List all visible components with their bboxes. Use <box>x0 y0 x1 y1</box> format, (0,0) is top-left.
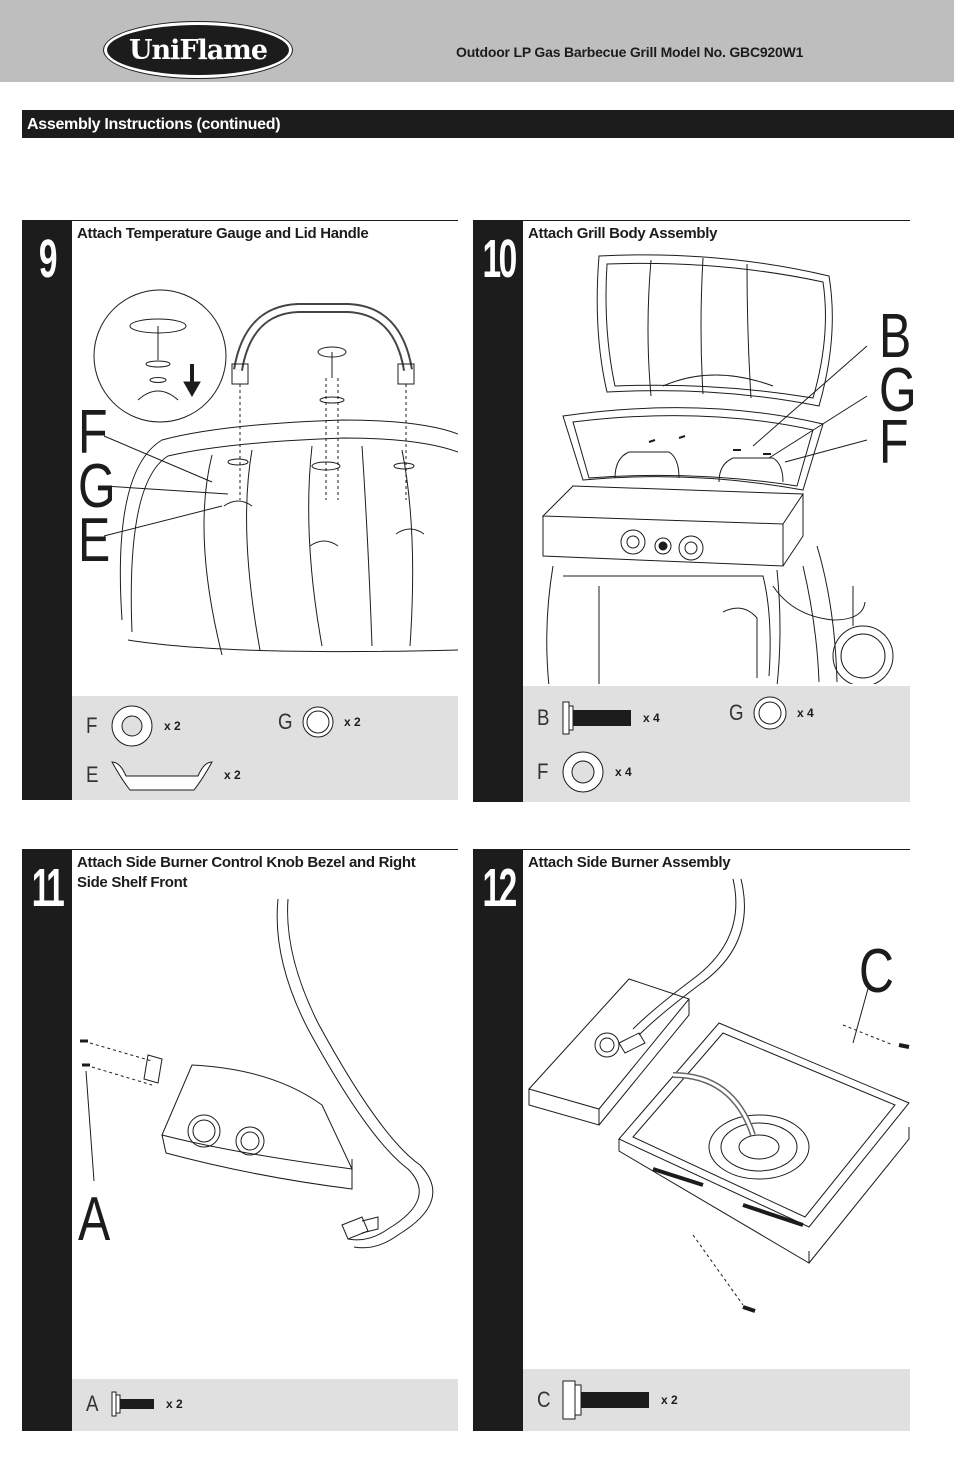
parts-panel: B x 4 G x 4 F x 4 <box>523 686 910 802</box>
callout-g: G <box>78 452 116 521</box>
callout-b: B <box>879 302 912 371</box>
callout-g: G <box>879 356 917 425</box>
grill-body-diagram <box>541 254 894 684</box>
page-header: UniFlame Outdoor LP Gas Barbecue Grill M… <box>0 0 954 82</box>
parts-panel: C x 2 <box>523 1369 910 1431</box>
hex-bolt-icon <box>562 1380 649 1420</box>
uniflame-logo: UniFlame <box>104 22 292 78</box>
callout-e: E <box>78 506 111 575</box>
model-title: Outdoor LP Gas Barbecue Grill Model No. … <box>456 44 804 60</box>
washer-small-icon <box>302 706 334 738</box>
part-g: G x 2 <box>276 706 361 738</box>
callout-f: F <box>78 398 108 467</box>
step-title: Attach Side Burner Assembly <box>528 854 731 871</box>
step-title: Attach Side Burner Control Knob Bezel an… <box>77 854 416 891</box>
part-f: F x 4 <box>535 750 632 794</box>
side-burner-diagram <box>528 878 910 1313</box>
washer-large-icon <box>111 705 153 747</box>
part-b: B x 4 <box>535 700 660 736</box>
callout-c: C <box>859 937 894 1006</box>
handle-spacer-icon <box>111 761 213 791</box>
callout-f: F <box>879 408 909 477</box>
callout-a: A <box>78 1185 111 1254</box>
part-g: G x 4 <box>727 696 814 730</box>
step-title: Attach Grill Body Assembly <box>528 225 718 242</box>
step-number: 10 <box>482 229 518 289</box>
step-9: 9 Attach Temperature Gauge and Lid Handl… <box>22 220 458 800</box>
part-c: C x 2 <box>535 1379 678 1421</box>
bolt-icon <box>562 701 631 735</box>
parts-panel: F x 2 G x 2 E x 2 <box>72 696 458 800</box>
step-title: Attach Temperature Gauge and Lid Handle <box>77 225 369 242</box>
section-title: Assembly Instructions (continued) <box>22 110 954 138</box>
step-10: 10 Attach Grill Body Assembly <box>473 220 917 802</box>
part-e: E x 2 <box>84 758 241 792</box>
step-12: 12 Attach Side Burner Assembly <box>473 849 910 1431</box>
part-a: A x 2 <box>84 1389 183 1419</box>
step-11: 11 Attach Side Burner Control Knob Bezel… <box>22 849 458 1431</box>
step-number: 12 <box>482 858 518 918</box>
washer-small-icon <box>753 696 787 730</box>
parts-panel: A x 2 <box>72 1379 458 1431</box>
lid-handle-diagram <box>93 289 458 656</box>
logo-text: UniFlame <box>128 34 268 66</box>
washer-large-icon <box>562 751 604 793</box>
part-f: F x 2 <box>84 704 181 748</box>
step-number: 9 <box>38 229 58 289</box>
knob-bezel-diagram <box>80 898 434 1249</box>
screw-icon <box>111 1391 154 1417</box>
step-number: 11 <box>31 858 65 918</box>
